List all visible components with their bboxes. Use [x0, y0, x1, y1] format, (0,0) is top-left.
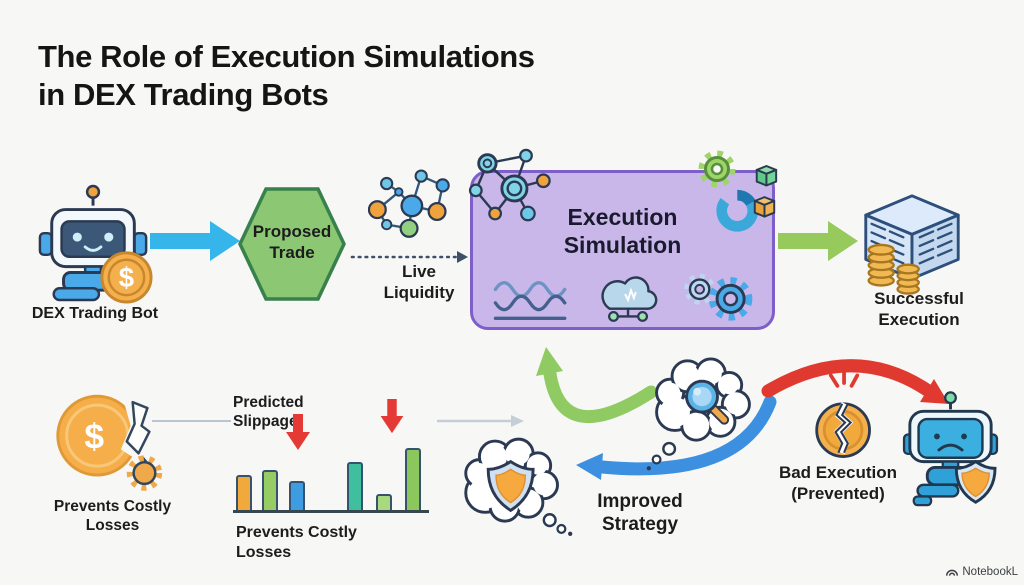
curved-green-arrow-icon: [536, 347, 658, 423]
dotted-arrow-icon: [350, 251, 468, 263]
slippage-bar: [405, 448, 421, 510]
network-nodes-icon: [368, 169, 450, 238]
slippage-decrease-arrow-icon: [380, 399, 404, 434]
watermark: NotebookL: [945, 565, 1018, 578]
bad-execution-label: Bad Execution (Prevented): [778, 463, 898, 503]
faint-arrow-icon: [437, 415, 524, 427]
slippage-bar: [236, 475, 252, 510]
svg-text:$: $: [119, 262, 134, 293]
notebooklm-logo-icon: [946, 569, 959, 576]
server-block-with-coins-icon: [864, 194, 960, 295]
gear-icon: [698, 150, 736, 188]
svg-text:$: $: [84, 416, 104, 456]
slippage-bar: [262, 470, 278, 510]
dex-bot-label: DEX Trading Bot: [31, 305, 159, 322]
sad-robot-shield-icon: [902, 391, 999, 507]
slippage-decrease-arrow-icon: [286, 414, 310, 450]
prevents-losses-left-label: Prevents Costly Losses: [53, 498, 172, 534]
improved-strategy-label: Improved Strategy: [597, 491, 683, 536]
double-gear-icon: [684, 273, 753, 321]
slippage-bars: [233, 444, 429, 513]
donut-chart-cubes-icon: [716, 165, 778, 232]
slippage-bar: [376, 494, 392, 510]
predicted-slippage-label: Predicted Slippage: [233, 394, 304, 430]
live-liquidity-label: Live Liquidity: [383, 262, 455, 302]
curved-blue-arrow-icon: [576, 395, 777, 480]
proposed-trade-hexagon: [238, 187, 346, 301]
curved-red-arrow-icon: [761, 359, 949, 404]
thought-cloud-shield-icon: [464, 437, 573, 536]
slippage-bar: [289, 481, 305, 510]
cracked-coin-icon: [815, 368, 871, 458]
proposed-trade-label: Proposed Trade: [252, 222, 332, 262]
prevents-losses-chart-label: Prevents Costly Losses: [236, 524, 357, 561]
page-title: The Role of Execution Simulations in DEX…: [38, 39, 535, 113]
broken-coin-gear-icon: $: [56, 394, 163, 491]
cloud-network-icon: [601, 276, 658, 322]
thought-cloud-magnifier-icon: [646, 357, 751, 471]
slippage-bar: [347, 462, 363, 510]
flow-arrow-right-icon: [150, 221, 240, 261]
robot-with-coin-icon: $: [38, 184, 153, 304]
successful-execution-label: Successful Execution: [874, 289, 964, 329]
network-nodes-icon: [468, 148, 551, 222]
execution-simulation-label: Execution Simulation: [563, 204, 682, 259]
watermark-label: NotebookL: [962, 565, 1018, 578]
flow-arrow-right-icon: [778, 221, 858, 261]
waveform-icon: [493, 281, 567, 320]
